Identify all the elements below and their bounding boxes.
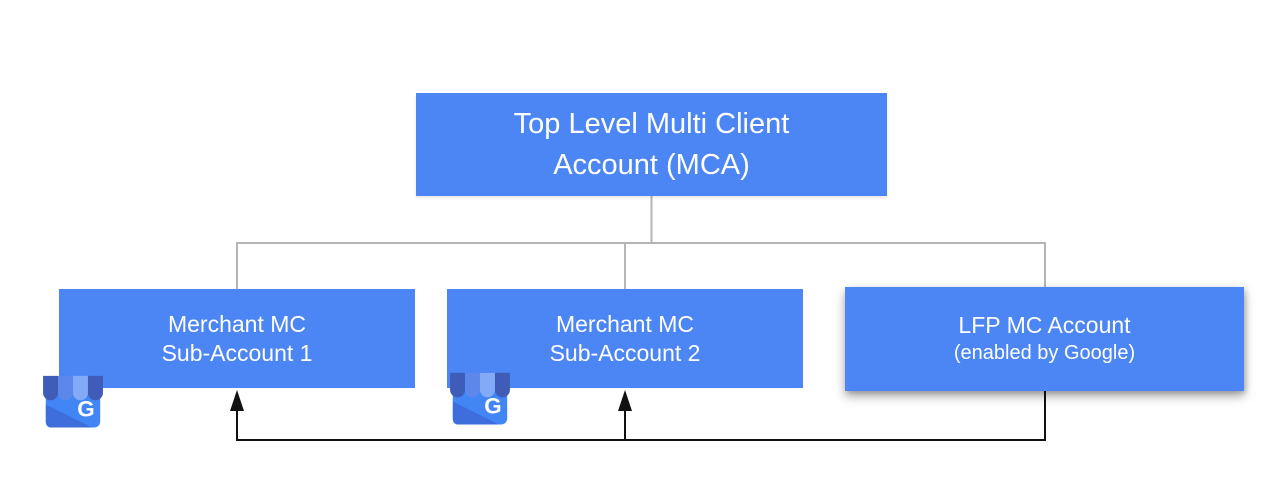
node-top-level-mca: Top Level Multi Client Account (MCA) (416, 93, 887, 196)
node-label-line2: (enabled by Google) (953, 342, 1136, 364)
google-my-business-icon (446, 362, 514, 430)
node-label-line1: LFP MC Account (958, 312, 1131, 338)
node-label-line1: Merchant MC (555, 310, 695, 337)
node-label-line1: Merchant MC (167, 310, 307, 337)
node-label-line2: Sub-Account 1 (161, 339, 313, 366)
node-label-line2: Sub-Account 2 (549, 339, 701, 366)
arrowhead-up-icon (230, 390, 632, 411)
feedback-arrow-line (236, 391, 1046, 441)
google-my-business-icon (39, 365, 107, 433)
tree-line (236, 196, 1046, 289)
node-label-line2: Account (MCA) (553, 148, 750, 181)
node-merchant-sub-account-1: Merchant MC Sub-Account 1 (59, 289, 415, 388)
node-lfp-mc-account: LFP MC Account (enabled by Google) (845, 287, 1244, 391)
node-merchant-sub-account-2: Merchant MC Sub-Account 2 (447, 289, 803, 388)
node-label-line1: Top Level Multi Client (513, 107, 790, 140)
